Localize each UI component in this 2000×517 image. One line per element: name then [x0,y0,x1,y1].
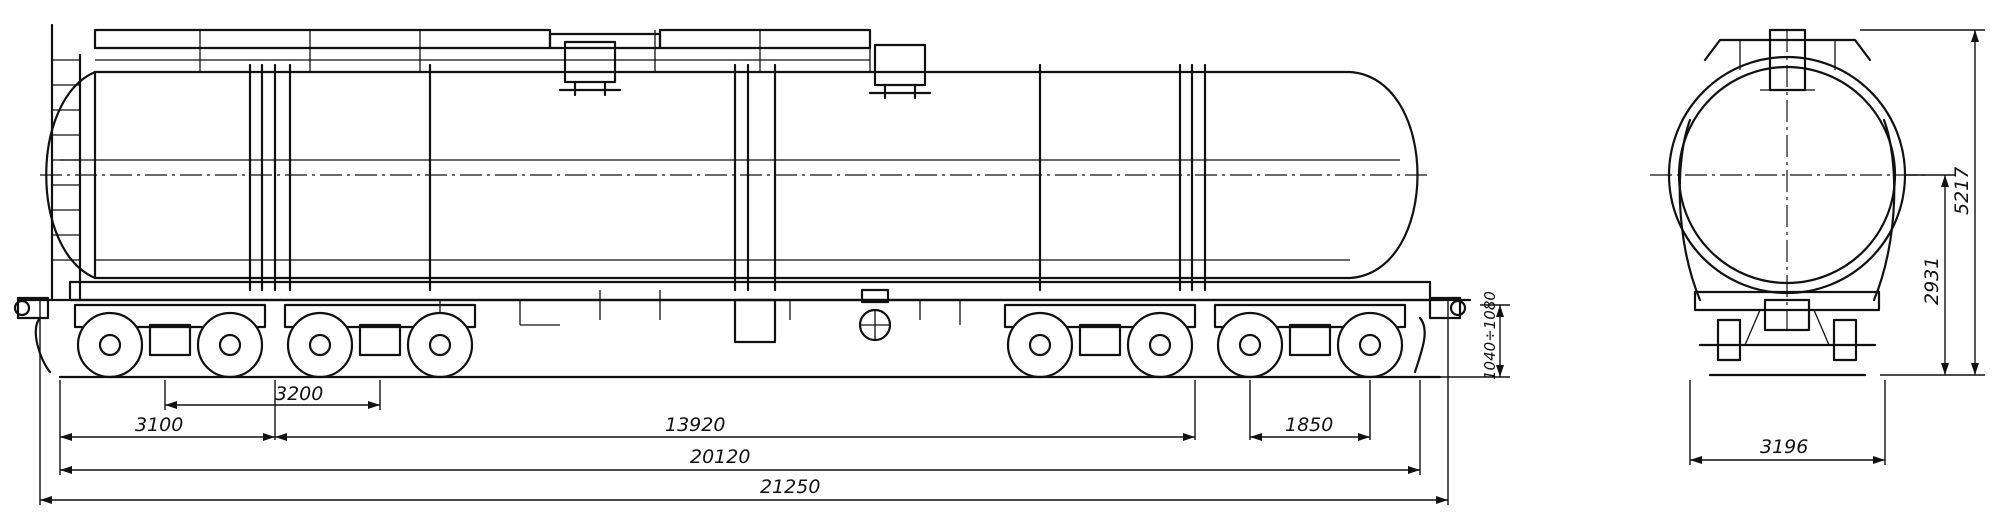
bogie-left-inner [283,303,477,379]
couplers [13,296,1467,374]
end-view: 3196 5217 2931 [1650,28,1985,465]
top-handrail [93,28,872,72]
side-view: 3100 3200 13920 1850 20120 21250 1040÷10… [13,23,1510,505]
dim-bogie-axle-offset: 3100 [135,414,183,436]
bogie-right-inner [1003,303,1197,379]
tank-straps [248,63,1207,292]
side-dimension-arrows [40,305,1504,504]
dim-total-height: 5217 [1951,167,1973,215]
dim-bogie-center-distance: 13920 [665,414,725,436]
dim-total-width: 3196 [1760,436,1808,458]
end-view-underframe [1693,290,1881,377]
dim-axle-spacing: 1850 [1285,414,1333,436]
dim-coupler-height: 1040÷1080 [1481,291,1499,380]
dim-tank-axis-height: 2931 [1921,257,1943,305]
end-view-dimension-lines [1689,29,1985,465]
dim-frame-length: 20120 [690,446,750,468]
end-view-top-platform [1703,28,1872,92]
bogie-left-outer [73,303,267,379]
dim-length-over-couplers: 21250 [760,476,820,498]
bogie-right-outer [1213,303,1407,379]
filling-domes [558,40,932,100]
dim-bogie-wheelbase: 3200 [275,383,323,405]
end-ladder [50,23,82,302]
